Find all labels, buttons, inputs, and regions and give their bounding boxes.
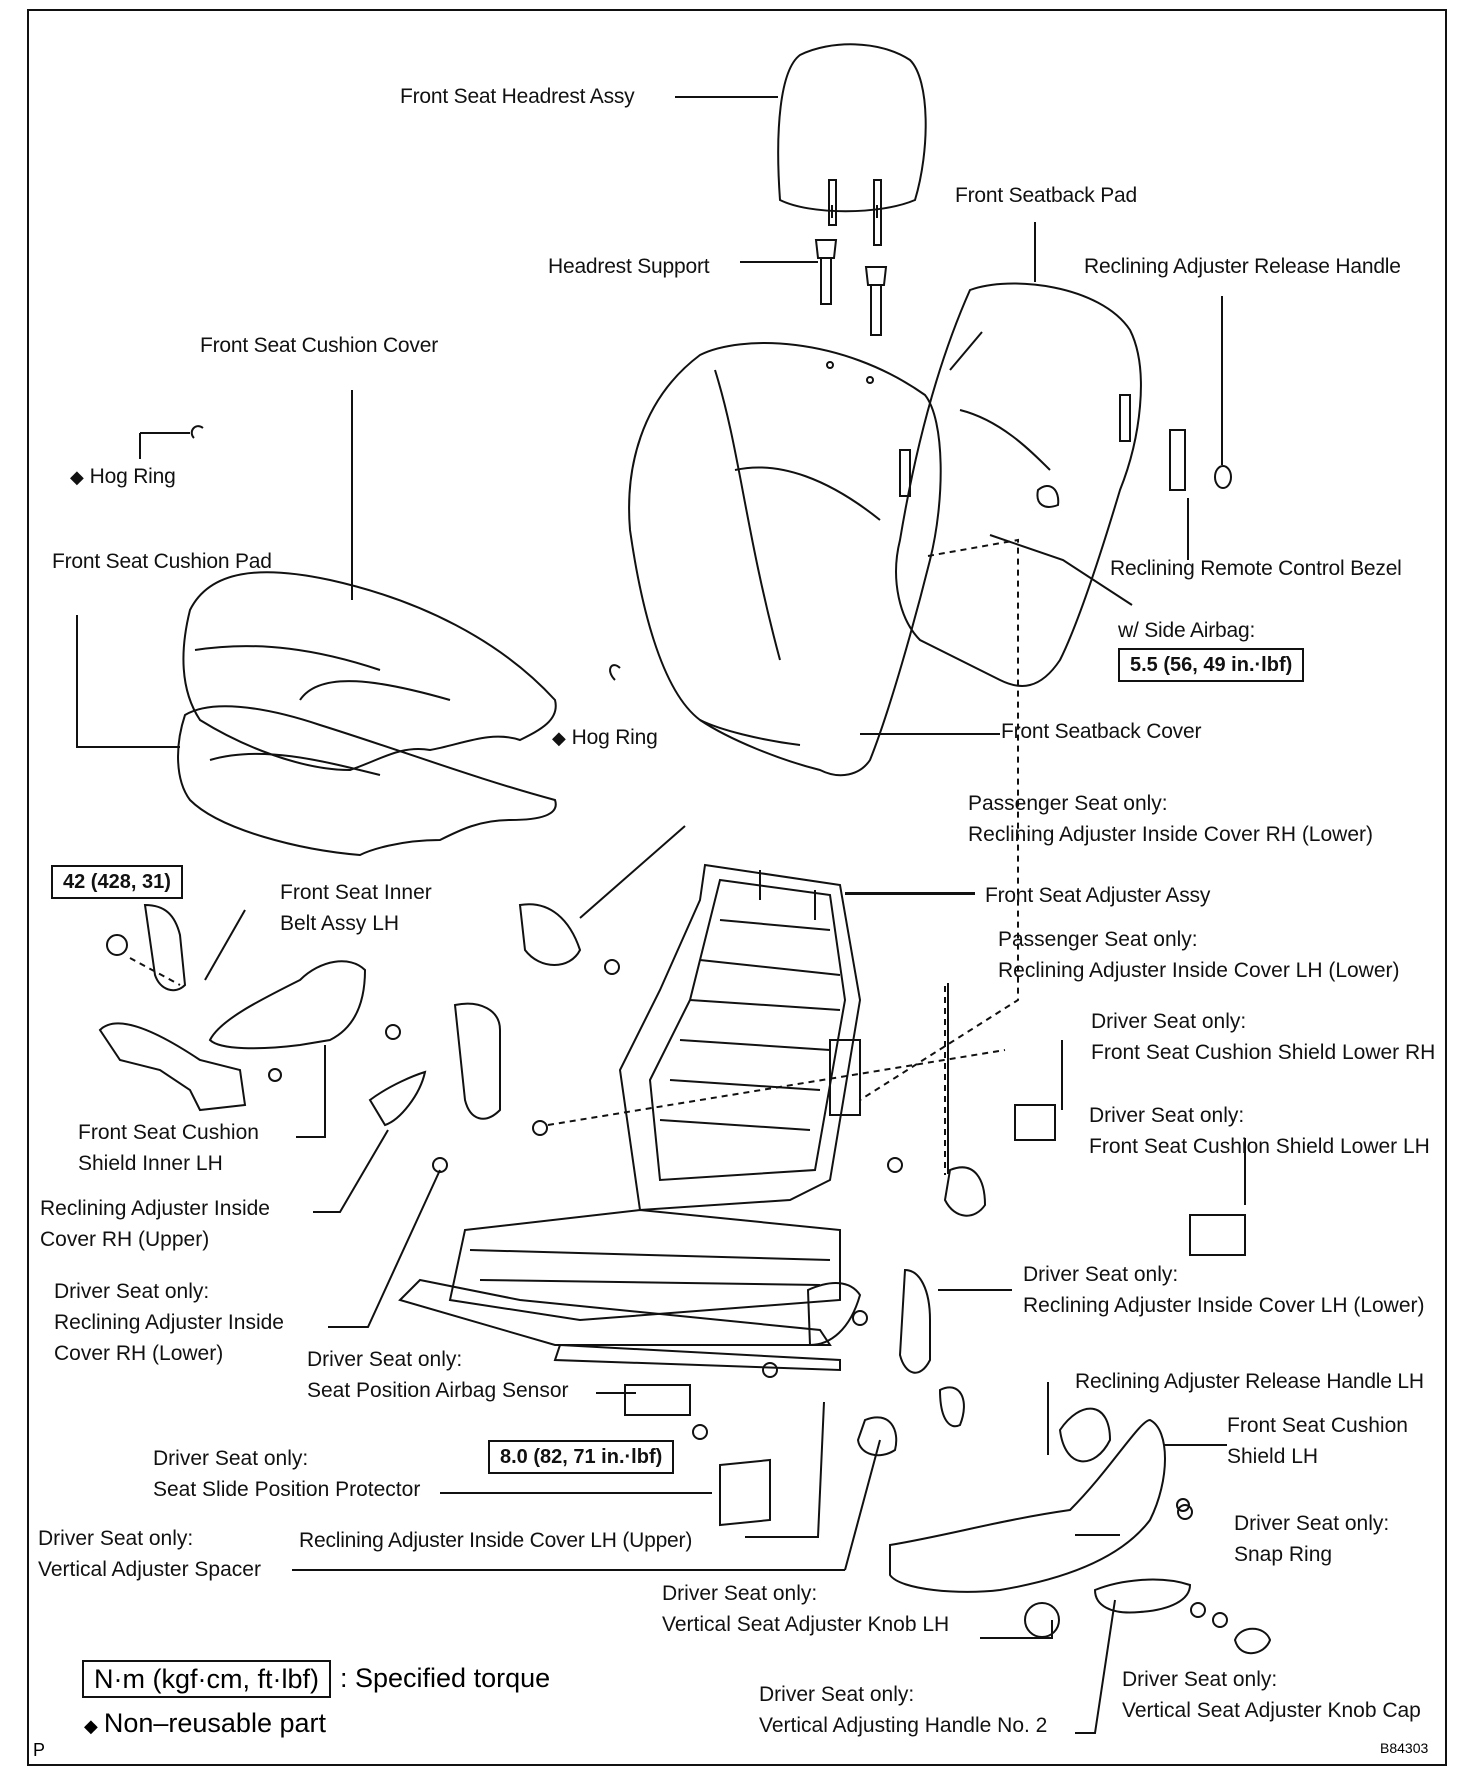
- pass-lh-lower-line-2: Reclining Adjuster Inside Cover LH (Lowe…: [998, 959, 1400, 982]
- label-slide-protector: Driver Seat only: Seat Slide Position Pr…: [153, 1443, 420, 1505]
- label-remote-bezel: Reclining Remote Control Bezel: [1110, 557, 1402, 580]
- label-cushion-shield-inner: Front Seat Cushion Shield Inner LH: [78, 1117, 259, 1179]
- torque-sensor: 8.0 (82, 71 in.·lbf): [488, 1440, 675, 1474]
- drv-rh-lower-line-1: Driver Seat only:: [54, 1280, 210, 1303]
- label-knob-lh: Driver Seat only: Vertical Seat Adjuster…: [662, 1578, 949, 1640]
- label-headrest-assy: Front Seat Headrest Assy: [400, 85, 635, 108]
- diagram-frame: [27, 9, 1447, 1766]
- label-cushion-shield-lh: Front Seat Cushion Shield LH: [1227, 1410, 1408, 1472]
- label-hog-ring-1: Hog Ring: [70, 461, 176, 493]
- drv-rh-lower-line-2: Reclining Adjuster Inside: [54, 1311, 284, 1334]
- label-drv-shield-lh: Driver Seat only: Front Seat Cushion Shi…: [1089, 1100, 1430, 1162]
- handle-no2-line-1: Driver Seat only:: [759, 1683, 915, 1706]
- label-hog-ring-2: Hog Ring: [552, 722, 658, 754]
- label-side-airbag: w/ Side Airbag:: [1118, 619, 1256, 642]
- leader-lines: [76, 96, 1246, 1734]
- drv-shield-rh-line-2: Front Seat Cushion Shield Lower RH: [1091, 1041, 1436, 1064]
- label-drv-lh-lower: Driver Seat only: Reclining Adjuster Ins…: [1023, 1259, 1425, 1321]
- label-release-handle-lh: Reclining Adjuster Release Handle LH: [1075, 1370, 1424, 1393]
- hog-ring-drawings: [139, 425, 621, 681]
- label-handle-no2: Driver Seat only: Vertical Adjusting Han…: [759, 1679, 1047, 1741]
- legend-torque-box: N·m (kgf·cm, ft·lbf): [82, 1660, 331, 1698]
- rh-upper-line-1: Reclining Adjuster Inside: [40, 1197, 270, 1220]
- label-headrest-support: Headrest Support: [548, 255, 710, 278]
- label-cushion-cover: Front Seat Cushion Cover: [200, 334, 438, 357]
- label-drv-shield-rh: Driver Seat only: Front Seat Cushion Shi…: [1091, 1006, 1435, 1068]
- corner-mark: P: [33, 1740, 46, 1760]
- drv-lh-lower-line-2: Reclining Adjuster Inside Cover LH (Lowe…: [1023, 1294, 1425, 1317]
- headrest-drawing: [777, 43, 927, 246]
- figure-code: B84303: [1380, 1740, 1429, 1756]
- label-inner-belt: Front Seat Inner Belt Assy LH: [280, 877, 432, 939]
- label-seatback-pad: Front Seatback Pad: [955, 184, 1138, 207]
- torque-airbag: 5.5 (56, 49 in.·lbf): [1118, 648, 1305, 682]
- airbag-sensor-line-2: Seat Position Airbag Sensor: [307, 1379, 569, 1402]
- label-knob-cap: Driver Seat only: Vertical Seat Adjuster…: [1122, 1664, 1421, 1726]
- cushion-cover-drawing: [182, 571, 557, 772]
- knob-lh-line-1: Driver Seat only:: [662, 1582, 818, 1605]
- cushion-pad-drawing: [177, 705, 557, 857]
- label-vertical-spacer: Driver Seat only: Vertical Adjuster Spac…: [38, 1523, 261, 1585]
- side-parts-drawing: [98, 429, 1272, 1655]
- label-airbag-sensor: Driver Seat only: Seat Position Airbag S…: [307, 1344, 569, 1406]
- vertical-spacer-line-1: Driver Seat only:: [38, 1527, 194, 1550]
- cushion-shield-lh-line-2: Shield LH: [1227, 1445, 1319, 1468]
- label-seatback-cover: Front Seatback Cover: [1001, 720, 1202, 743]
- label-adjuster-assy: Front Seat Adjuster Assy: [985, 884, 1211, 907]
- handle-no2-line-2: Vertical Adjusting Handle No. 2: [759, 1714, 1048, 1737]
- pass-rh-lower-line-1: Passenger Seat only:: [968, 792, 1168, 815]
- label-cushion-pad: Front Seat Cushion Pad: [52, 550, 272, 573]
- drv-shield-lh-line-2: Front Seat Cushion Shield Lower LH: [1089, 1135, 1430, 1158]
- headrest-support-drawing: [814, 239, 888, 336]
- rh-upper-line-2: Cover RH (Upper): [40, 1228, 210, 1251]
- legend-torque-desc: : Specified torque: [340, 1663, 551, 1693]
- drv-rh-lower-line-3: Cover RH (Lower): [54, 1342, 224, 1365]
- airbag-sensor-line-1: Driver Seat only:: [307, 1348, 463, 1371]
- drv-shield-rh-line-1: Driver Seat only:: [1091, 1010, 1247, 1033]
- dashed-lines: [129, 538, 1019, 1175]
- drv-shield-lh-line-1: Driver Seat only:: [1089, 1104, 1245, 1127]
- label-rh-upper: Reclining Adjuster Inside Cover RH (Uppe…: [40, 1193, 270, 1255]
- snap-ring-line-2: Snap Ring: [1234, 1543, 1333, 1566]
- seatback-cover-drawing: [628, 342, 942, 777]
- label-pass-lh-lower: Passenger Seat only: Reclining Adjuster …: [998, 924, 1400, 986]
- label-lh-upper: Reclining Adjuster Inside Cover LH (Uppe…: [299, 1529, 693, 1552]
- cushion-shield-lh-line-1: Front Seat Cushion: [1227, 1414, 1408, 1437]
- inner-belt-line-1: Front Seat Inner: [280, 881, 432, 904]
- cushion-shield-inner-line-1: Front Seat Cushion: [78, 1121, 259, 1144]
- torque-belt: 42 (428, 31): [51, 865, 183, 899]
- cushion-shield-inner-line-2: Shield Inner LH: [78, 1152, 223, 1175]
- pass-lh-lower-line-1: Passenger Seat only:: [998, 928, 1198, 951]
- seatback-pad-drawing: [895, 282, 1142, 687]
- label-reclining-release-handle: Reclining Adjuster Release Handle: [1084, 255, 1401, 278]
- label-drv-rh-lower: Driver Seat only: Reclining Adjuster Ins…: [54, 1276, 284, 1369]
- slide-protector-line-2: Seat Slide Position Protector: [153, 1478, 421, 1501]
- slide-protector-line-1: Driver Seat only:: [153, 1447, 309, 1470]
- drv-lh-lower-line-1: Driver Seat only:: [1023, 1263, 1179, 1286]
- legend-nonreusable: Non–reusable part: [84, 1706, 326, 1743]
- pass-rh-lower-line-2: Reclining Adjuster Inside Cover RH (Lowe…: [968, 823, 1373, 846]
- knob-cap-line-1: Driver Seat only:: [1122, 1668, 1278, 1691]
- seat-adjuster-frame-drawing: [398, 863, 862, 1372]
- label-snap-ring: Driver Seat only: Snap Ring: [1234, 1508, 1389, 1570]
- snap-ring-line-1: Driver Seat only:: [1234, 1512, 1390, 1535]
- label-pass-rh-lower: Passenger Seat only: Reclining Adjuster …: [968, 788, 1373, 850]
- knob-cap-line-2: Vertical Seat Adjuster Knob Cap: [1122, 1699, 1421, 1722]
- inner-belt-line-2: Belt Assy LH: [280, 912, 400, 935]
- knob-lh-line-2: Vertical Seat Adjuster Knob LH: [662, 1613, 950, 1636]
- vertical-spacer-line-2: Vertical Adjuster Spacer: [38, 1558, 261, 1581]
